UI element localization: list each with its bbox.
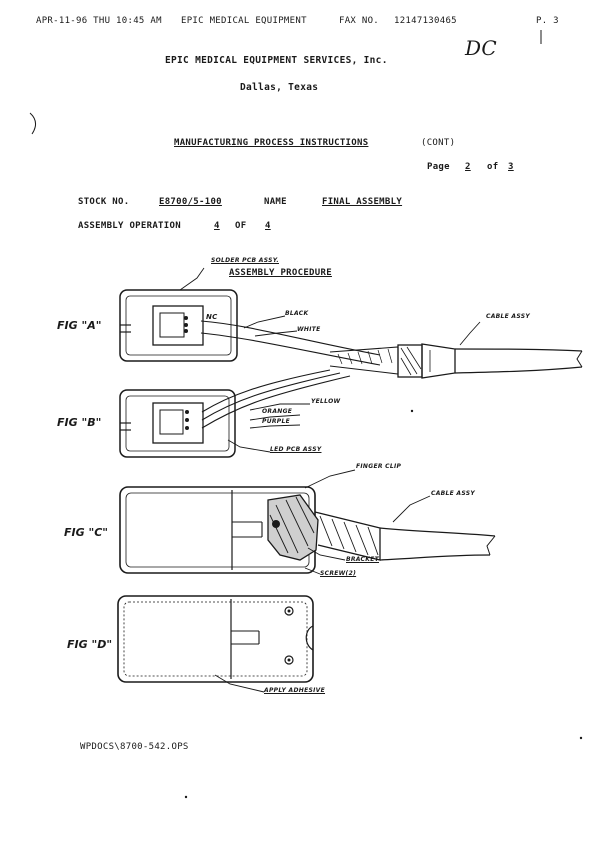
fig-c-drawing bbox=[119, 469, 496, 575]
stock-value: E8700/5-100 bbox=[159, 197, 222, 207]
page-label: Page bbox=[427, 162, 450, 172]
fig-a-callout-cable-assy: CABLE ASSY bbox=[486, 313, 531, 320]
fax-company: EPIC MEDICAL EQUIPMENT bbox=[181, 16, 307, 26]
fig-d-label: FIG "D" bbox=[67, 638, 113, 651]
fig-b-label: FIG "B" bbox=[57, 416, 102, 429]
stock-label: STOCK NO. bbox=[78, 197, 130, 207]
letterhead-company: EPIC MEDICAL EQUIPMENT SERVICES, Inc. bbox=[165, 55, 388, 66]
name-value: FINAL ASSEMBLY bbox=[322, 197, 403, 207]
fig-c-label: FIG "C" bbox=[64, 526, 108, 539]
page-total: 3 bbox=[508, 162, 514, 172]
fig-a-callout-solder-pcb: SOLDER PCB ASSY. bbox=[211, 257, 279, 264]
operation-current: 4 bbox=[214, 221, 220, 231]
name-label: NAME bbox=[264, 197, 287, 207]
letterhead-location: Dallas, Texas bbox=[240, 82, 319, 93]
scan-mark bbox=[29, 112, 36, 135]
fig-d-drawing bbox=[117, 595, 314, 693]
fig-a-callout-black: BLACK bbox=[285, 310, 309, 317]
fig-a-drawing bbox=[119, 267, 583, 379]
fax-date-time: APR-11-96 THU 10:45 AM bbox=[36, 16, 162, 26]
fig-a-label: FIG "A" bbox=[57, 319, 102, 332]
fig-c-callout-cable-assy: CABLE ASSY bbox=[431, 490, 476, 497]
fig-b-callout-led-pcb: LED PCB ASSY bbox=[270, 446, 322, 453]
page-of: of bbox=[487, 162, 499, 172]
fig-c-callout-bracket: BRACKET bbox=[346, 556, 379, 563]
operation-of: OF bbox=[235, 221, 247, 231]
procedure-heading: ASSEMBLY PROCEDURE bbox=[229, 268, 332, 278]
fig-b-callout-purple: PURPLE bbox=[262, 418, 291, 425]
fig-d-callout-apply-adhesive: APPLY ADHESIVE bbox=[264, 687, 326, 694]
page-current: 2 bbox=[465, 162, 471, 172]
fig-c-callout-finger-clip: FINGER CLIP bbox=[356, 463, 402, 470]
document-title: MANUFACTURING PROCESS INSTRUCTIONS bbox=[174, 138, 369, 148]
fax-number: 12147130465 bbox=[394, 16, 457, 26]
fax-page-number: P. 3 bbox=[536, 16, 559, 26]
fig-b-drawing bbox=[119, 369, 351, 458]
operation-total: 4 bbox=[265, 221, 271, 231]
fig-c-callout-screw: SCREW(2) bbox=[320, 570, 357, 577]
document-title-suffix: (CONT) bbox=[421, 138, 456, 148]
fig-a-callout-nc: NC bbox=[206, 313, 218, 321]
fax-number-label: FAX NO. bbox=[339, 16, 380, 26]
operation-label: ASSEMBLY OPERATION bbox=[78, 221, 181, 231]
handwritten-initials: DC bbox=[465, 36, 497, 60]
fig-a-callout-white: WHITE bbox=[297, 326, 321, 333]
footer-file-path: WPDOCS\8700-542.OPS bbox=[80, 742, 189, 752]
fig-b-callout-orange: ORANGE bbox=[262, 408, 293, 415]
fig-b-callout-yellow: YELLOW bbox=[311, 398, 341, 405]
